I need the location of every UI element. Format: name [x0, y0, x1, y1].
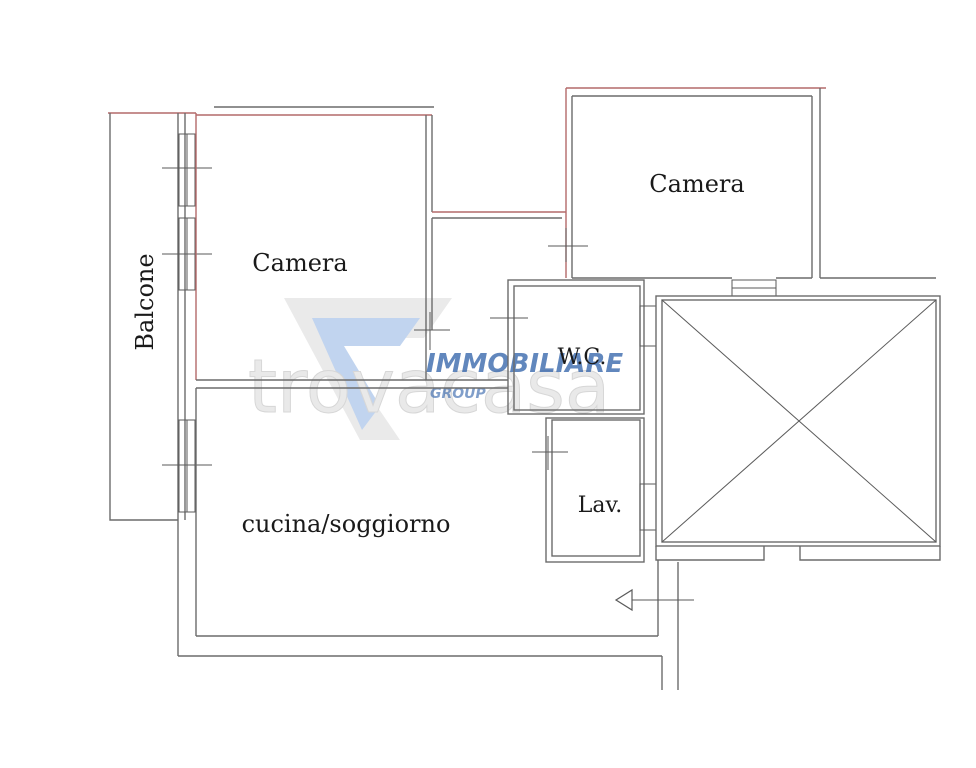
- watermark-brand-sub-text: GROUP: [430, 386, 487, 402]
- label-camera-left: Camera: [252, 249, 347, 277]
- room-wc: [490, 279, 657, 415]
- label-camera-right: Camera: [649, 170, 744, 198]
- entrance-arrow-icon: [614, 588, 633, 612]
- label-cucina: cucina/soggiorno: [242, 510, 451, 538]
- label-lav: Lav.: [578, 493, 623, 518]
- room-cucina: [177, 388, 694, 690]
- watermark-site-text: trovacasa: [248, 344, 610, 430]
- label-wc: W.C.: [558, 345, 607, 370]
- stair-void: [655, 295, 941, 561]
- watermark: trovacasa IMMOBILIARE GROUP: [248, 298, 623, 440]
- watermark-logo-icon: [284, 298, 452, 440]
- watermark-brand-text: IMMOBILIARE: [426, 349, 623, 379]
- balcony: [109, 113, 186, 521]
- corridor: [414, 211, 566, 350]
- outer-edge-marks: [108, 87, 826, 114]
- label-balcone: Balcone: [131, 253, 159, 350]
- room-camera-right: [548, 88, 936, 297]
- left-windows: [162, 133, 212, 513]
- room-lav: [532, 417, 657, 563]
- room-camera-left: [195, 113, 508, 389]
